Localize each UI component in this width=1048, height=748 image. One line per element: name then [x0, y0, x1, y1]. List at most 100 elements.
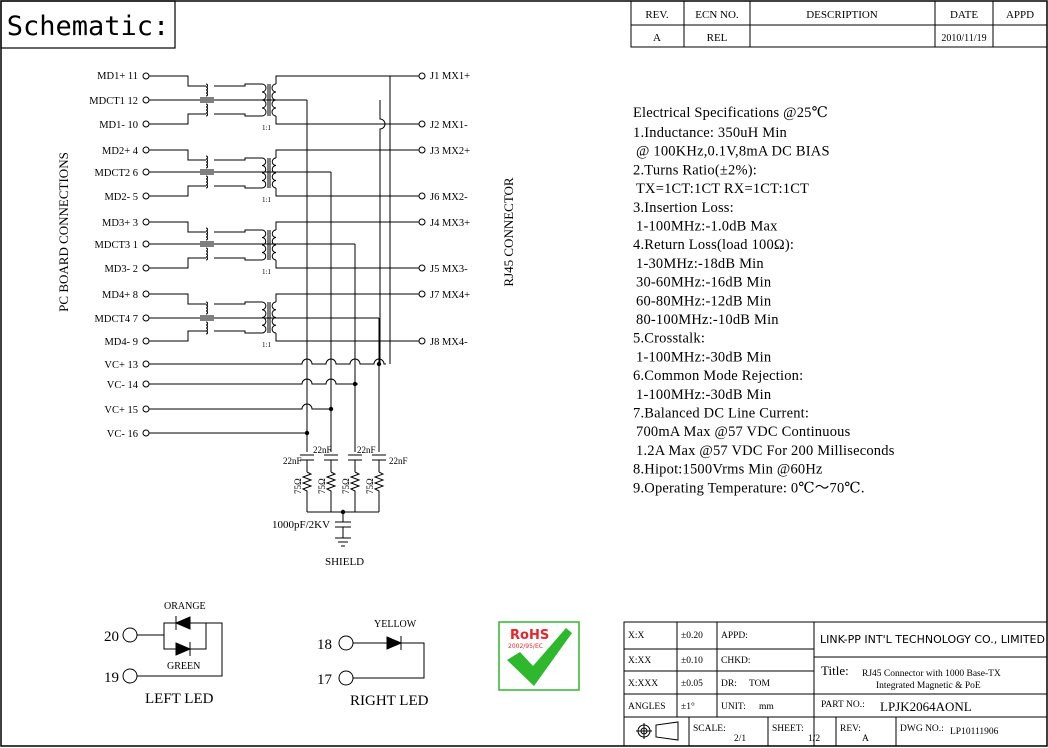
pin-label: J4 MX3+: [430, 218, 470, 229]
secondary-coil: [271, 157, 277, 189]
pin-circles: [142, 72, 426, 437]
pin-label: J6 MX2-: [430, 192, 468, 203]
res-label: 75Ω: [317, 478, 327, 494]
rev-value: A: [653, 32, 661, 44]
choke-coil: [205, 227, 208, 241]
date-header: DATE: [950, 9, 978, 21]
wire: [214, 157, 262, 161]
cap-label: 22nF: [389, 456, 408, 466]
wire: [214, 185, 262, 189]
ratio-label: 1:1: [262, 341, 271, 349]
pin-label: MD3- 2: [104, 264, 138, 275]
rev-value-tb: A: [862, 734, 869, 744]
shield-label: SHIELD: [325, 556, 364, 568]
wire: [275, 149, 419, 158]
spec-line: 700mA Max @57 VDC Continuous: [636, 424, 851, 440]
primary-coil: [261, 229, 267, 261]
led-pin-19: 19: [104, 670, 119, 686]
sheet-value: 1/2: [808, 734, 820, 744]
appd-header: APPD: [1006, 9, 1034, 21]
spec-line: @ 100KHz,0.1V,8mA DC BIAS: [636, 144, 830, 160]
choke-coil: [205, 247, 208, 261]
wire: [214, 330, 262, 334]
spec-line: 5.Crosstalk:: [633, 331, 705, 347]
dr-value: TOM: [749, 679, 770, 689]
tol-label: ANGLES: [628, 702, 665, 712]
ratio-label: 1:1: [262, 268, 271, 276]
spec-line: 1-100MHz:-30dB Min: [636, 349, 772, 365]
dwg-label: DWG NO.:: [900, 724, 944, 734]
ratio-label: 1:1: [262, 196, 271, 204]
spec-line: TX=1CT:1CT RX=1CT:1CT: [636, 181, 809, 197]
shield-ground: [335, 521, 351, 547]
yellow-label: YELLOW: [374, 619, 417, 630]
title-block-text: X:X ±0.20 X:XX ±0.10 X:XXX ±0.05 ANGLES …: [628, 631, 1001, 744]
hv-cap-label: 1000pF/2KV: [272, 519, 330, 531]
tol-label: X:XX: [628, 656, 651, 666]
pin-label: MD2- 5: [104, 192, 138, 203]
unit-label: UNIT:: [721, 702, 746, 712]
part-number: LPJK2064AONL: [880, 699, 972, 714]
title-box: [0, 0, 176, 49]
pin-label: MD1+ 11: [97, 71, 138, 82]
company-name: LINK-PP INT'L TECHNOLOGY CO., LIMITED: [820, 633, 1045, 646]
wire: [275, 188, 419, 197]
transformer-channels: 1:1 1:1 1:1 1:1: [149, 75, 419, 349]
pin-label: MD3+ 3: [102, 218, 138, 229]
wire: [275, 75, 419, 84]
scale-value: 2/1: [734, 734, 746, 744]
pin-label: J7 MX4+: [430, 290, 470, 301]
spec-line: 2.Turns Ratio(±2%):: [633, 162, 757, 178]
ratio-label: 1:1: [262, 124, 271, 132]
led-pin-17: 17: [317, 672, 333, 688]
description-header: DESCRIPTION: [806, 9, 878, 21]
pin-label: J8 MX4-: [430, 337, 468, 348]
chkd-field: CHKD:: [721, 656, 751, 666]
choke-coil: [205, 321, 208, 335]
sheet-label: SHEET:: [772, 724, 804, 734]
pin-label: VC- 14: [107, 380, 139, 391]
pin-label: J1 MX1+: [430, 71, 470, 82]
pin-label: VC- 16: [107, 429, 138, 440]
wire: [214, 83, 262, 87]
pin-label: VC+ 13: [104, 360, 138, 371]
secondary-coil: [271, 229, 277, 261]
spec-line: 1-30MHz:-18dB Min: [636, 256, 764, 272]
resistor: [325, 471, 337, 500]
rohs-sub: 2002/95/EC: [508, 643, 543, 650]
scale-label: SCALE:: [693, 724, 726, 734]
wire: [214, 113, 262, 117]
wire: [149, 330, 196, 342]
wire: [149, 185, 196, 197]
spec-heading: Electrical Specifications @25℃: [633, 105, 828, 121]
pin-label: J5 MX3-: [430, 264, 468, 275]
spec-line: 8.Hipot:1500Vrms Min @60Hz: [633, 462, 823, 478]
part-label: PART NO.:: [821, 700, 865, 710]
network-labels: 22nF 22nF 22nF 22nF 75Ω 75Ω 75Ω 75Ω: [283, 445, 408, 494]
appd-field: APPD:: [721, 631, 748, 641]
primary-coil: [261, 83, 267, 117]
resistor: [373, 471, 385, 500]
cap-label: 22nF: [357, 445, 376, 455]
rohs-logo: RoHS 2002/95/EC: [498, 621, 580, 691]
wire: [149, 75, 196, 87]
pin-label: MDCT1 12: [89, 96, 138, 107]
spec-line: 9.Operating Temperature: 0℃～70℃.: [633, 480, 865, 496]
choke-coil: [205, 301, 208, 315]
led-pin-20: 20: [104, 629, 119, 645]
title-block-grid: [623, 621, 1048, 747]
wire: [149, 113, 196, 125]
res-label: 75Ω: [293, 478, 303, 494]
tol-value: ±1°: [681, 701, 695, 712]
choke-coil: [205, 175, 208, 189]
wire: [214, 257, 262, 261]
left-pin-labels: MD1+ 11 MDCT1 12 MD1- 10 MD2+ 4 MDCT2 6 …: [89, 71, 138, 440]
right-led-labels: 18 17 YELLOW RIGHT LED: [317, 619, 429, 709]
pin-label: MD4- 9: [104, 337, 138, 348]
spec-line: 1-100MHz:-1.0dB Max: [636, 219, 778, 235]
wire: [149, 293, 196, 305]
electrical-specifications: Electrical Specifications @25℃ 1.Inducta…: [633, 105, 894, 496]
cap-label: 22nF: [283, 456, 302, 466]
tol-label: X:XXX: [628, 679, 658, 689]
